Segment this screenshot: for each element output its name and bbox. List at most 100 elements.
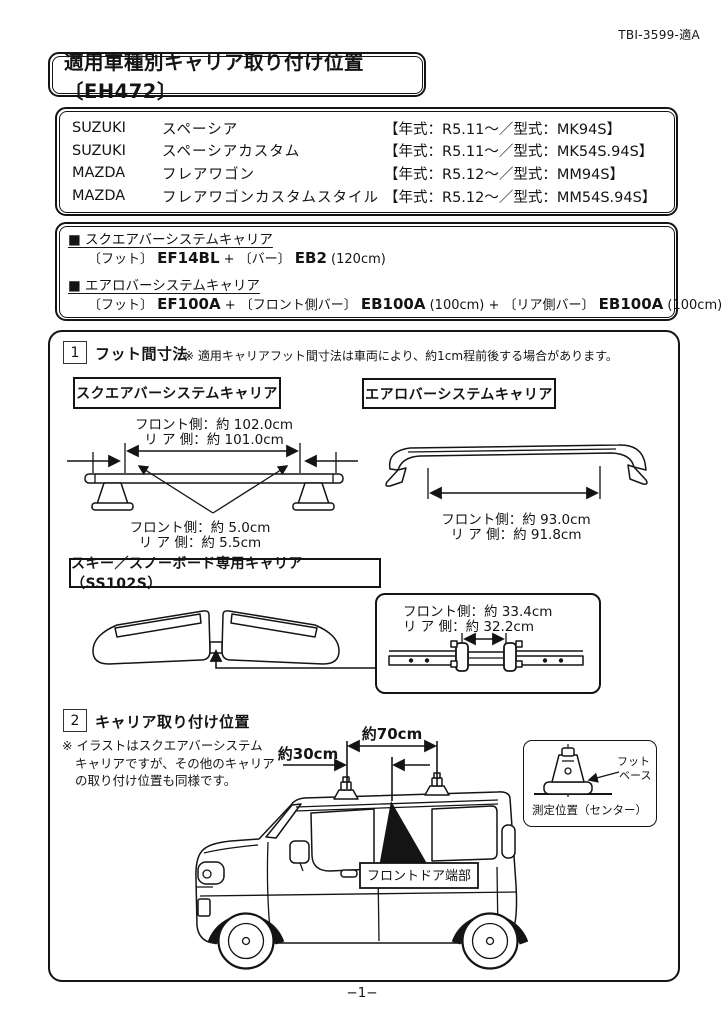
carrier-systems-box — [55, 222, 678, 321]
door-edge-pointer-triangle — [379, 801, 429, 867]
maker-cell: MAZDA — [72, 165, 126, 182]
maker-cell: SUZUKI — [72, 120, 126, 137]
doc-reference: TBI-3599-適A — [618, 28, 700, 42]
section1-heading: フット間寸法 — [95, 345, 189, 363]
aero-foot-left — [385, 467, 407, 487]
measure-position-label: 測定位置（センター） — [532, 803, 647, 817]
spec-cell: 【年式：R5.12～／型式：MM94S】 — [384, 166, 625, 183]
square-bar-diagram: フロント側：約 102.0cm リ ア 側：約 101.0cm フロント側：約 … — [67, 417, 358, 551]
aero-bar-drawing — [385, 444, 648, 487]
page-number: −1− — [346, 985, 378, 1001]
model-cell: フレアワゴン — [162, 166, 255, 183]
square-top-dimension: フロント側：約 102.0cm リ ア 側：約 101.0cm — [67, 417, 358, 473]
foot-base-diagram: フット ベース 測定位置（センター） — [532, 744, 651, 817]
side-mirror — [289, 840, 310, 864]
square-bar-drawing — [84, 473, 344, 511]
ski-rear-dim: リ ア 側：約 32.2cm — [403, 619, 534, 635]
front-door-edge-callout: フロントドア端部 — [359, 862, 479, 889]
aero-rear-dim: リ ア 側：約 91.8cm — [450, 527, 581, 543]
square-top-rear-dim: リ ア 側：約 101.0cm — [144, 432, 284, 448]
spec-cell: 【年式：R5.11～／型式：MK54S.94S】 — [384, 144, 654, 161]
foot-base-label-2: ベース — [619, 769, 651, 782]
dim-30cm-label: 約30cm — [278, 745, 338, 763]
part-label: + 〔フロント側バー〕 — [220, 298, 361, 313]
section2-number: 2 — [63, 709, 87, 732]
ski-inset-pointer-arrow — [209, 649, 376, 669]
ski-carrier-diagram — [92, 610, 376, 669]
section2-heading: キャリア取り付け位置 — [95, 713, 251, 731]
section2-note: ※ イラストはスクエアバーシステム キャリアですが、その他のキャリア の取り付け… — [62, 737, 275, 790]
measure-position-inset: フット ベース 測定位置（センター） — [523, 740, 657, 827]
main-content-box — [48, 330, 680, 982]
part-size: (100cm) — [663, 298, 723, 313]
ski-carrier-label: スキー／スノーボード専用キャリア（SS102S） — [69, 556, 381, 592]
maker-cell: MAZDA — [72, 188, 126, 205]
car-mounting-diagram: 約70cm 約30cm フロントドア端部 — [195, 725, 529, 970]
part-label: + 〔バー〕 — [219, 252, 295, 267]
ski-carrier-drawing — [92, 610, 340, 665]
model-cell: フレアワゴンカスタムスタイル — [162, 189, 379, 206]
spec-cell: 【年式：R5.11～／型式：MK94S】 — [384, 121, 622, 138]
square-bar-label: スクエアバーシステムキャリア — [73, 377, 281, 409]
foot-base-label-1: フット — [617, 755, 650, 768]
square-bottom-front-dim: フロント側：約 5.0cm — [130, 520, 271, 536]
windshield — [265, 803, 302, 839]
foot-base-arrow — [587, 771, 620, 783]
aero-dimension: フロント側：約 93.0cm リ ア 側：約 91.8cm — [427, 466, 601, 543]
note-line: キャリアですが、その他のキャリア — [75, 755, 275, 771]
aero-foot-right — [627, 464, 648, 485]
front-wheel — [217, 912, 275, 970]
model-cell: スペーシア — [162, 121, 239, 138]
square-bottom-dimension: フロント側：約 5.0cm リ ア 側：約 5.5cm — [130, 465, 289, 551]
part-label: 〔フット〕 — [88, 298, 158, 313]
table-row: SUZUKI スペーシアカスタム 【年式：R5.11～／型式：MK54S.94S… — [72, 140, 668, 163]
front-door-window — [310, 808, 375, 872]
aero-bar-diagram: フロント側：約 93.0cm リ ア 側：約 91.8cm — [385, 444, 648, 543]
square-system-heading: ■ スクエアバーシステムキャリア — [68, 232, 273, 248]
ski-front-dim: フロント側：約 33.4cm — [403, 604, 552, 620]
title-box: 適用車種別キャリア取り付け位置〔EH472〕 — [48, 50, 426, 103]
aero-front-dim: フロント側：約 93.0cm — [441, 512, 590, 528]
dim-70cm-label: 約70cm — [362, 725, 422, 743]
square-top-front-dim: フロント側：約 102.0cm — [135, 417, 293, 433]
section1-number: 1 — [63, 341, 87, 364]
door-handle — [340, 869, 358, 878]
table-row: MAZDA フレアワゴンカスタムスタイル 【年式：R5.12～／型式：MM54S… — [72, 185, 668, 208]
square-bottom-rear-dim: リ ア 側：約 5.5cm — [139, 535, 261, 551]
rear-door-window — [431, 805, 498, 862]
aero-bar-label: エアロバーシステムキャリア — [362, 378, 556, 409]
aero-system-parts: 〔フット〕 EF100A + 〔フロント側バー〕 EB100A (100cm) … — [88, 294, 722, 313]
part-number: EF14BL — [157, 249, 220, 267]
aero-system-heading: ■ エアロバーシステムキャリア — [68, 278, 260, 294]
foot-drawing — [543, 747, 593, 795]
foot-right — [297, 482, 330, 505]
page-title: 適用車種別キャリア取り付け位置〔EH472〕 — [64, 50, 365, 103]
part-number: EB100A — [360, 295, 426, 313]
door-edge-label: フロントドア端部 — [367, 869, 471, 884]
rear-wheel — [461, 912, 519, 970]
part-number: EB100A — [598, 295, 664, 313]
dimension-70cm: 約70cm — [346, 725, 438, 789]
quarter-window — [501, 824, 516, 859]
foot-left — [96, 482, 129, 505]
square-system-parts: 〔フット〕 EF14BL + 〔バー〕 EB2 (120cm) — [88, 248, 386, 267]
table-row: SUZUKI スペーシア 【年式：R5.11～／型式：MK94S】 — [72, 117, 668, 140]
dimension-30cm: 約30cm — [278, 745, 430, 801]
ski-dims-inset: フロント側：約 33.4cm リ ア 側：約 32.2cm — [375, 593, 601, 694]
vehicle-table: SUZUKI スペーシア 【年式：R5.11～／型式：MK94S】 SUZUKI… — [55, 107, 678, 216]
part-size: (120cm) — [326, 252, 386, 267]
ski-dims-diagram: フロント側：約 33.4cm リ ア 側：約 32.2cm — [388, 604, 584, 672]
table-row: MAZDA フレアワゴン 【年式：R5.12～／型式：MM94S】 — [72, 162, 668, 185]
part-label: 〔フット〕 — [88, 252, 158, 267]
ski-rail-drawing — [388, 632, 584, 672]
part-label: (100cm) + 〔リア側バー〕 — [425, 298, 599, 313]
maker-cell: SUZUKI — [72, 142, 126, 159]
model-cell: スペーシアカスタム — [162, 144, 301, 161]
note-line: ※ イラストはスクエアバーシステム — [62, 738, 263, 753]
vehicle-rows: SUZUKI スペーシア 【年式：R5.11～／型式：MK94S】 SUZUKI… — [72, 117, 668, 207]
section1-note: ※ 適用キャリアフット間寸法は車両により、約1cm程前後する場合があります。 — [184, 349, 618, 363]
note-line: の取り付け位置も同様です。 — [75, 773, 237, 788]
part-number: EF100A — [157, 295, 221, 313]
spec-cell: 【年式：R5.12～／型式：MM54S.94S】 — [384, 189, 657, 206]
